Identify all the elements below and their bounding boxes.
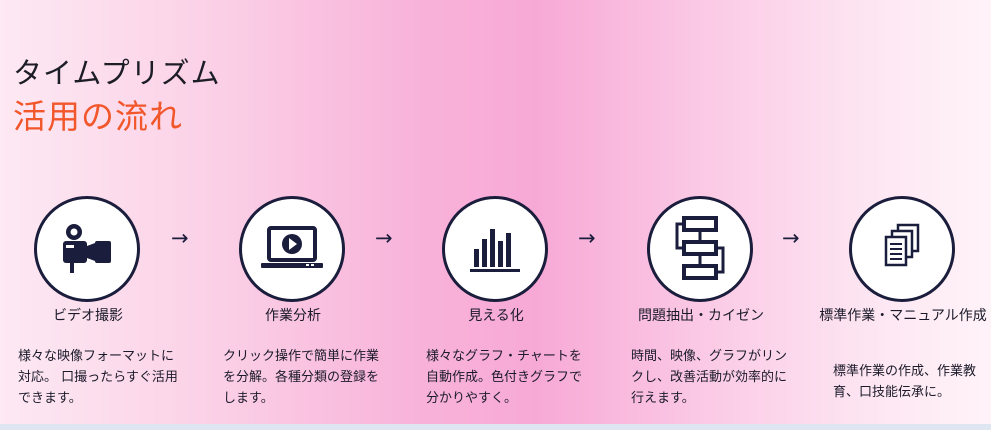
documents-icon [884, 223, 920, 267]
bottom-strip [0, 424, 991, 430]
step-icon-circle [34, 196, 140, 302]
step-icon-circle [647, 196, 753, 302]
step-label: 問題抽出・カイゼン [638, 308, 764, 324]
bar-chart-icon [470, 229, 520, 272]
step-icon-circle [849, 196, 955, 302]
step-description: クリック操作で簡単に作業を分解。各種分類の登録をします。 [223, 349, 380, 406]
step-description: 時間、映像、グラフがリンクし、改善活動が効率的に行えます。 [631, 349, 788, 406]
video-camera-icon [63, 224, 111, 273]
step-icon-circle [239, 196, 345, 302]
page-title: タイムプリズム [13, 56, 221, 90]
step-description: 様々なグラフ・チャートを自動作成。色付きグラフで分かりやすく。 [426, 349, 583, 406]
step-label: 作業分析 [265, 308, 321, 324]
step-label: 見える化 [468, 308, 524, 324]
arrow-2: → [375, 226, 393, 250]
flowchart-icon [675, 216, 725, 280]
step-description: 標準作業の作成、作業教育、口技能伝承に。 [833, 364, 977, 400]
page-subtitle: 活用の流れ [13, 97, 183, 136]
step-label: 標準作業・マニュアル作成 [819, 308, 987, 324]
laptop-play-icon [261, 226, 323, 268]
step-description: 様々な映像フォーマットに対応。 口撮ったらすぐ活用できます。 [18, 349, 178, 406]
arrow-3: → [578, 226, 596, 250]
step-icon-circle [442, 196, 548, 302]
step-label: ビデオ撮影 [53, 308, 123, 324]
arrow-1: → [171, 226, 189, 250]
arrow-4: → [782, 226, 800, 250]
